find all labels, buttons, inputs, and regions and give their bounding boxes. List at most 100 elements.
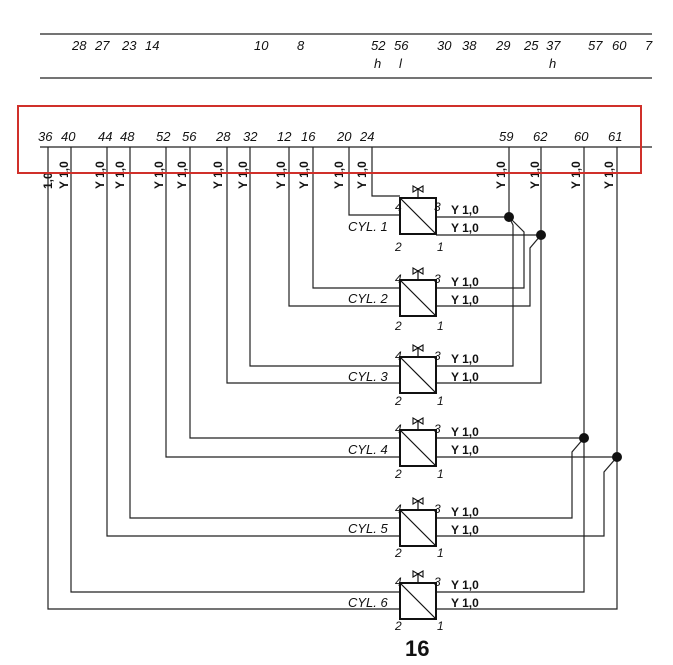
coil-diagonal bbox=[399, 582, 437, 620]
wire-label: Y 1,0 bbox=[602, 161, 616, 189]
coil-output-label: Y 1,0 bbox=[451, 425, 479, 439]
bus-number: 24 bbox=[359, 129, 374, 144]
wire bbox=[348, 147, 400, 216]
coil-cyl-6: 4 3 2 1 CYL. 6 Y 1,0 Y 1,0 bbox=[348, 570, 479, 633]
pin-label: 1 bbox=[437, 394, 444, 408]
cylinder-label: CYL. 3 bbox=[348, 369, 389, 384]
wire-label: Y 1,0 bbox=[528, 161, 542, 189]
coil-output-label: Y 1,0 bbox=[451, 505, 479, 519]
top-strip: 28 27 23 14 10 8 52 56 30 38 29 25 37 57… bbox=[40, 33, 653, 79]
wire bbox=[436, 234, 542, 307]
wire bbox=[371, 147, 400, 197]
wire-labels: 1,0 Y 1,0 Y 1,0 Y 1,0 Y 1,0 Y 1,0 Y 1,0 … bbox=[41, 161, 616, 189]
pin-label: 2 bbox=[394, 319, 402, 333]
page-number: 16 bbox=[405, 636, 429, 661]
wire-label: Y 1,0 bbox=[274, 161, 288, 189]
junction-dot bbox=[504, 212, 514, 222]
wire bbox=[436, 438, 585, 593]
coil-output-label: Y 1,0 bbox=[451, 578, 479, 592]
valve-icon bbox=[412, 267, 424, 280]
wire bbox=[312, 147, 400, 289]
coil-output-label: Y 1,0 bbox=[451, 293, 479, 307]
wire bbox=[249, 147, 400, 367]
wire-label: Y 1,0 bbox=[211, 161, 225, 189]
pin-label: 4 bbox=[395, 200, 402, 214]
bus-number: 28 bbox=[215, 129, 231, 144]
top-bus-number: 10 bbox=[254, 38, 269, 53]
wire-label: Y 1,0 bbox=[152, 161, 166, 189]
pin-label: 4 bbox=[395, 272, 402, 286]
right-wires bbox=[436, 147, 618, 610]
main-bus: 36 40 44 48 52 56 28 32 12 16 20 24 59 6… bbox=[38, 129, 652, 148]
wire bbox=[165, 147, 400, 458]
top-bus-number: 27 bbox=[94, 38, 110, 53]
coil-cyl-3: 4 3 2 1 CYL. 3 Y 1,0 Y 1,0 bbox=[348, 344, 479, 408]
pin-label: 3 bbox=[434, 200, 441, 214]
valve-icon bbox=[412, 497, 424, 510]
top-bus-number: 7 bbox=[645, 38, 653, 53]
bus-number: 59 bbox=[499, 129, 513, 144]
coil-output-label: Y 1,0 bbox=[451, 352, 479, 366]
cylinder-label: CYL. 2 bbox=[348, 291, 389, 306]
wire-label: Y 1,0 bbox=[494, 161, 508, 189]
coil-diagonal bbox=[399, 509, 437, 547]
pin-label: 3 bbox=[434, 502, 441, 516]
bus-number: 36 bbox=[38, 129, 53, 144]
top-bus-number: 29 bbox=[495, 38, 510, 53]
pin-label: 1 bbox=[437, 467, 444, 481]
wire-label: Y 1,0 bbox=[57, 161, 71, 189]
pin-label: 3 bbox=[434, 349, 441, 363]
valve-icon bbox=[412, 417, 424, 430]
junctions bbox=[504, 212, 622, 462]
bus-number: 12 bbox=[277, 129, 292, 144]
pin-label: 3 bbox=[434, 575, 441, 589]
wire bbox=[70, 147, 400, 593]
wire-label: Y 1,0 bbox=[297, 161, 311, 189]
wire bbox=[436, 216, 514, 367]
wire bbox=[129, 147, 400, 519]
bus-number: 62 bbox=[533, 129, 548, 144]
coil-cyl-4: 4 3 2 1 CYL. 4 Y 1,0 Y 1,0 bbox=[348, 417, 479, 481]
wire-label: Y 1,0 bbox=[332, 161, 346, 189]
left-wires bbox=[47, 147, 400, 610]
bus-number: 61 bbox=[608, 129, 622, 144]
pin-label: 1 bbox=[437, 240, 444, 254]
valve-icon bbox=[412, 570, 424, 583]
bus-number: 44 bbox=[98, 129, 112, 144]
coil-cyl-2: 4 3 2 1 CYL. 2 Y 1,0 Y 1,0 bbox=[348, 267, 479, 333]
top-bus-number: 60 bbox=[612, 38, 627, 53]
cylinder-label: CYL. 1 bbox=[348, 219, 388, 234]
bus-number: 40 bbox=[61, 129, 76, 144]
top-bus-sublabel: h bbox=[374, 56, 381, 71]
coil-diagonal bbox=[399, 197, 437, 235]
coil-diagonal bbox=[399, 356, 437, 394]
cylinder-label: CYL. 6 bbox=[348, 595, 389, 610]
top-bus-number: 14 bbox=[145, 38, 159, 53]
coil-output-label: Y 1,0 bbox=[451, 370, 479, 384]
bus-number: 16 bbox=[301, 129, 316, 144]
wire-label: Y 1,0 bbox=[93, 161, 107, 189]
wire-label: Y 1,0 bbox=[355, 161, 369, 189]
pin-label: 4 bbox=[395, 502, 402, 516]
pin-label: 3 bbox=[434, 422, 441, 436]
pin-label: 1 bbox=[437, 619, 444, 633]
junction-dot bbox=[536, 230, 546, 240]
highlight-box bbox=[17, 105, 642, 174]
top-bus-number: 57 bbox=[588, 38, 603, 53]
wire-label: Y 1,0 bbox=[569, 161, 583, 189]
pin-label: 2 bbox=[394, 240, 402, 254]
bus-number: 56 bbox=[182, 129, 197, 144]
top-bus-sublabel: l bbox=[399, 56, 403, 71]
pin-label: 1 bbox=[437, 319, 444, 333]
pin-label: 2 bbox=[394, 619, 402, 633]
top-bus-number: 52 bbox=[371, 38, 386, 53]
wire bbox=[436, 456, 618, 537]
bus-number: 20 bbox=[336, 129, 352, 144]
pin-label: 2 bbox=[394, 546, 402, 560]
wire bbox=[47, 147, 400, 610]
coil-diagonal bbox=[399, 429, 437, 467]
wire-label: Y 1,0 bbox=[175, 161, 189, 189]
coil-output-label: Y 1,0 bbox=[451, 596, 479, 610]
pin-label: 1 bbox=[437, 546, 444, 560]
bus-number: 52 bbox=[156, 129, 171, 144]
